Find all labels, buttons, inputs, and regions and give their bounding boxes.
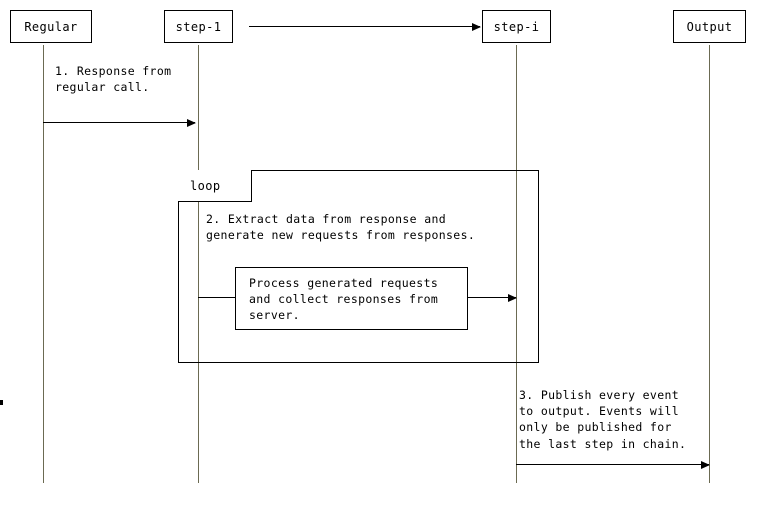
- chain-continuation-arrow: [249, 22, 481, 31]
- participant-label-step-i: step-i: [493, 19, 540, 34]
- message-3-arrow: [516, 460, 710, 469]
- participant-output[interactable]: Output: [673, 10, 746, 43]
- note-process: Process generated requests and collect r…: [235, 267, 468, 330]
- loop-fragment-label: loop: [178, 170, 252, 202]
- message-3-label: 3. Publish every event to output. Events…: [519, 388, 687, 451]
- participant-label-step-1: step-1: [175, 19, 222, 34]
- lifeline-regular: [43, 45, 44, 483]
- left-edge-tick: [0, 400, 3, 405]
- participant-regular[interactable]: Regular: [10, 10, 92, 43]
- message-1-label: 1. Response from regular call.: [55, 64, 172, 95]
- participant-label-regular: Regular: [24, 19, 78, 34]
- participant-step-i[interactable]: step-i: [482, 10, 551, 43]
- message-1-arrow: [43, 118, 196, 127]
- lifeline-step-i: [516, 45, 517, 483]
- lifeline-step-1: [198, 45, 199, 483]
- loop-fragment: [178, 170, 539, 363]
- loop-operator-text: loop: [190, 178, 221, 193]
- message-2-label: 2. Extract data from response and genera…: [206, 212, 476, 243]
- lifeline-output: [709, 45, 710, 483]
- participant-step-1[interactable]: step-1: [164, 10, 233, 43]
- participant-label-output: Output: [686, 19, 733, 34]
